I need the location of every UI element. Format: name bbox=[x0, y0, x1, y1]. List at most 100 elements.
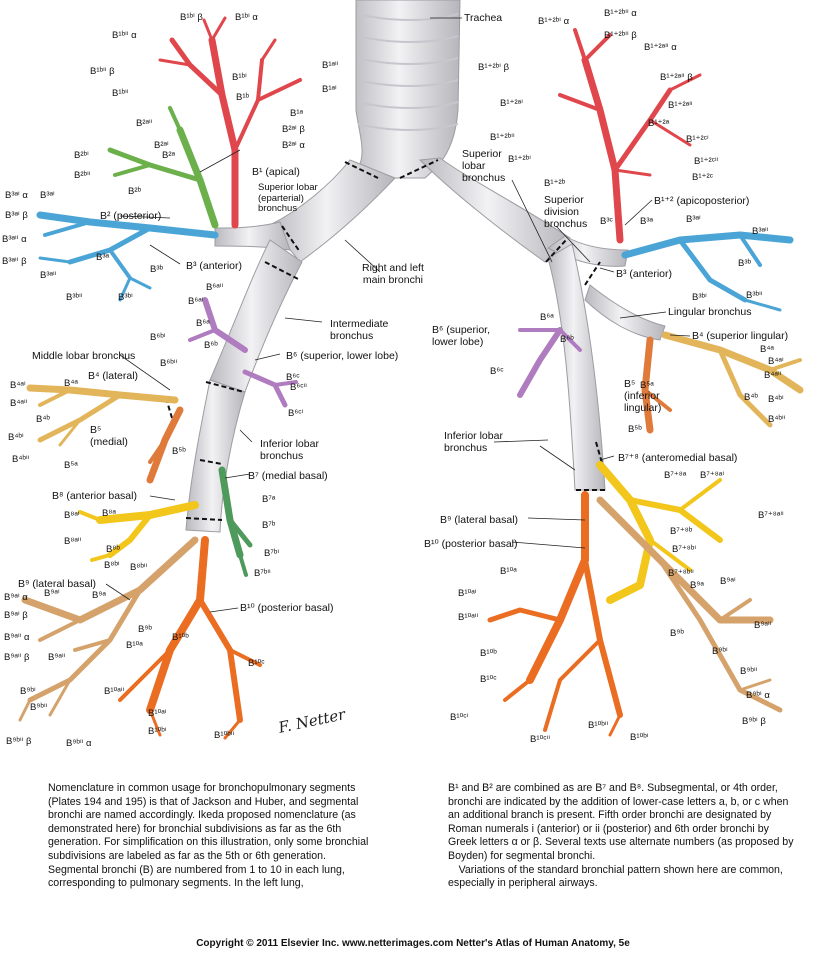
subsegment-label: B³ᶜ bbox=[600, 216, 613, 227]
branch-b3 bbox=[36, 211, 219, 239]
label-b4-right: B⁴ (lateral) bbox=[88, 370, 139, 382]
dash-boundary bbox=[399, 159, 439, 179]
subsegment-label: B⁷ᵃ bbox=[262, 494, 276, 505]
branch-b2 bbox=[113, 163, 152, 177]
subsegment-label: B⁹ᵇⁱⁱ bbox=[30, 702, 48, 713]
subsegment-label: B¹⁺²ᶜⁱⁱ bbox=[694, 156, 719, 167]
subsegment-label: B¹⁺²ᵇⁱ α bbox=[538, 16, 570, 27]
subsegment-label: B⁷⁺⁸ᵇⁱⁱ bbox=[668, 568, 694, 579]
label-b5-right: B⁵ (medial) bbox=[90, 424, 128, 448]
subsegment-label: B⁶ᵇ bbox=[204, 340, 218, 351]
subsegment-label: B⁹ᵇ bbox=[670, 628, 684, 639]
subsegment-label: B⁴ᵇⁱⁱ bbox=[12, 454, 30, 465]
branch-b3 bbox=[43, 220, 92, 237]
subsegment-label: B¹⁰ᶜⁱⁱ bbox=[530, 734, 551, 745]
branch-b8 bbox=[648, 538, 692, 572]
subsegment-label: B¹⁰ᶜ bbox=[480, 674, 497, 685]
subsegment-label: B³ᵃⁱ α bbox=[5, 190, 28, 201]
label-superior-lobar-right: Superior lobar (eparterial) bronchus bbox=[258, 182, 318, 214]
leader-line bbox=[669, 334, 691, 337]
subsegment-label: B³ᵃⁱⁱ β bbox=[2, 256, 27, 267]
subsegment-label: B¹ᵃ bbox=[290, 108, 304, 119]
subsegment-label: B⁸ᵇ bbox=[106, 544, 120, 555]
bronchial-tree-illustration bbox=[18, 0, 804, 740]
label-b3-right: B³ (anterior) bbox=[186, 260, 243, 272]
subsegment-label: B¹ᵇⁱⁱ β bbox=[90, 66, 115, 77]
subsegment-label: B³ᵇⁱⁱ bbox=[746, 290, 763, 301]
subsegment-label: B⁷⁺⁸ᵃⁱⁱ bbox=[758, 510, 784, 521]
subsegment-label: B¹⁰ᵇⁱⁱ bbox=[588, 720, 609, 731]
leader-line bbox=[344, 239, 381, 273]
subsegment-label: B⁹ᵃⁱ bbox=[720, 576, 736, 587]
right-lower-trunk bbox=[185, 379, 246, 533]
subsegment-label: B⁵ᵃ bbox=[640, 380, 654, 391]
subsegment-label: B⁶ᶜ bbox=[286, 372, 300, 383]
branch-b3 bbox=[738, 233, 762, 267]
tracheal-ring bbox=[357, 13, 459, 21]
branch-b10 bbox=[118, 648, 172, 702]
branch-b4 bbox=[38, 388, 72, 407]
label-inferior-lobar-left: Inferior lobar bronchus bbox=[444, 430, 503, 454]
subsegment-label: B⁹ᵇ bbox=[138, 624, 152, 635]
subsegment-label: B⁷ᵇⁱ bbox=[264, 548, 280, 559]
subsegment-label: B³ᵃⁱ bbox=[40, 190, 55, 201]
branch-b4 bbox=[661, 331, 804, 394]
branch-b8 bbox=[678, 478, 722, 512]
leader-line bbox=[493, 439, 549, 443]
branch-b9 bbox=[27, 587, 143, 703]
leader-line bbox=[624, 199, 653, 226]
subsegment-label: B⁸ᵃⁱⁱ bbox=[64, 536, 82, 547]
branch-b1 bbox=[256, 78, 302, 102]
branch-b9 bbox=[596, 496, 774, 624]
branch-b3 bbox=[38, 256, 72, 264]
subsegment-label: B⁴ᵃ bbox=[64, 378, 78, 389]
subsegment-label: B¹⁰ᵃⁱ bbox=[148, 708, 167, 719]
subsegment-label: B⁹ᵃⁱⁱ bbox=[48, 652, 66, 663]
branch-b1 bbox=[583, 33, 612, 62]
subsegment-label: B²ᵇⁱⁱ bbox=[74, 170, 91, 181]
caption-left: Nomenclature in common usage for broncho… bbox=[48, 782, 369, 890]
subsegment-label: B¹⁰ᵇ bbox=[172, 632, 189, 643]
leader-line bbox=[555, 225, 591, 263]
subsegment-label: B¹⁺²ᵃⁱⁱ bbox=[668, 100, 693, 111]
subsegment-label: B⁷⁺⁸ᵇⁱ bbox=[672, 544, 697, 555]
subsegment-label: B⁴ᵃⁱⁱ bbox=[10, 398, 28, 409]
leader-line bbox=[539, 445, 576, 471]
leader-line bbox=[254, 353, 281, 361]
label-b3-left: B³ (anterior) bbox=[616, 268, 673, 280]
branch-b1 bbox=[158, 58, 192, 67]
label-intermediate-bronchus: Intermediate bronchus bbox=[330, 318, 389, 342]
branch-b4 bbox=[768, 358, 802, 372]
subsegment-label: B⁷ᵇ bbox=[262, 520, 276, 531]
subsegment-label: B¹⁰ᵃ bbox=[126, 640, 143, 651]
subsegment-label: B¹ᵇⁱ α bbox=[235, 12, 258, 23]
subsegment-label: B⁷ᵇⁱⁱ bbox=[254, 568, 271, 579]
subsegment-label: B¹⁰ᵇⁱⁱ bbox=[214, 730, 235, 741]
label-b7-8-left: B⁷⁺⁸ (anteromedial basal) bbox=[618, 452, 738, 464]
label-b1-2: B¹⁺² (apicoposterior) bbox=[654, 195, 750, 207]
subsegment-label: B⁴ᵃⁱ bbox=[768, 356, 784, 367]
subsegment-label: B⁴ᵃⁱ bbox=[10, 380, 26, 391]
leader-line bbox=[239, 429, 253, 443]
branch-b5 bbox=[146, 406, 184, 484]
leader-lines bbox=[105, 17, 691, 613]
branch-b3 bbox=[743, 298, 782, 312]
branch-b1 bbox=[648, 118, 692, 147]
subsegment-label: B¹⁰ᵇⁱ bbox=[148, 726, 167, 737]
branch-b10 bbox=[503, 678, 532, 702]
subsegment-label: B¹ᵇⁱ bbox=[232, 72, 247, 83]
subsegment-label: B⁸ᵃ bbox=[102, 508, 116, 519]
branch-b10 bbox=[526, 491, 589, 684]
copyright-line: Copyright © 2011 Elsevier Inc. www.nette… bbox=[196, 938, 630, 949]
main-airways bbox=[165, 0, 666, 533]
subsegment-label: B¹⁰ᵃⁱⁱ bbox=[104, 686, 125, 697]
subsegment-label: B⁹ᵃⁱⁱ bbox=[754, 620, 772, 631]
branch-b2 bbox=[168, 106, 182, 132]
branch-b1 bbox=[612, 87, 673, 173]
subsegment-label: B⁹ᵇⁱ β bbox=[742, 716, 766, 727]
subsegment-label: B⁷⁺⁸ᵇ bbox=[670, 526, 693, 537]
subsegment-label: B⁶ᶜⁱⁱ bbox=[290, 382, 308, 393]
subsegment-label: B⁴ᵇ bbox=[36, 414, 51, 425]
branch-b7 bbox=[227, 517, 253, 548]
branch-b10 bbox=[228, 648, 262, 667]
